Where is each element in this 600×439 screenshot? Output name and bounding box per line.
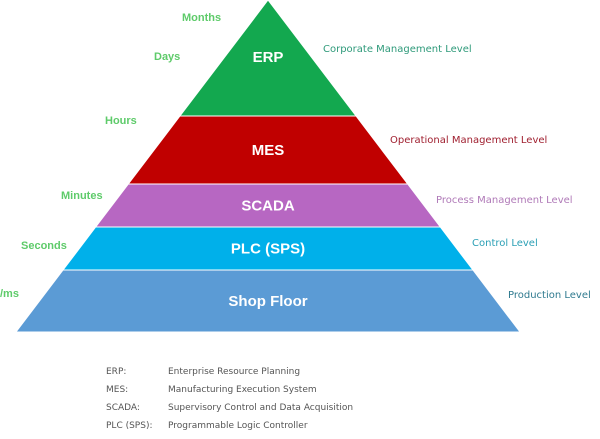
- legend-abbr: SCADA:: [106, 403, 140, 413]
- legend-row-erp: ERP: Enterprise Resource Planning: [106, 367, 353, 385]
- legend-full: Supervisory Control and Data Acquisition: [168, 403, 354, 413]
- legend-row-plc: PLC (SPS): Programmable Logic Controller: [106, 421, 353, 439]
- level-label-control: Control Level: [472, 238, 538, 249]
- legend-abbr: PLC (SPS):: [106, 421, 153, 431]
- legend-row-scada: SCADA: Supervisory Control and Data Acqui…: [106, 403, 353, 421]
- time-label-seconds: Seconds: [21, 240, 67, 252]
- time-label-ms: /ms: [0, 288, 19, 300]
- time-label-minutes: Minutes: [61, 190, 103, 202]
- legend-full: Manufacturing Execution System: [168, 385, 317, 395]
- automation-pyramid: ERP MES SCADA PLC (SPS) Shop Floor: [14, 0, 522, 333]
- legend-row-mes: MES: Manufacturing Execution System: [106, 385, 353, 403]
- legend-abbr: ERP:: [106, 367, 127, 377]
- level-label-operational: Operational Management Level: [390, 135, 548, 146]
- layer-shop-floor: [14, 269, 522, 333]
- level-label-process: Process Management Level: [436, 195, 573, 206]
- layer-label-plc: PLC (SPS): [231, 241, 305, 258]
- level-label-corporate: Corporate Management Level: [323, 44, 472, 55]
- legend-full: Enterprise Resource Planning: [168, 367, 301, 377]
- layer-label-erp: ERP: [253, 49, 284, 66]
- legend-abbr: MES:: [106, 385, 129, 395]
- legend-full: Programmable Logic Controller: [168, 421, 308, 431]
- time-label-months: Months: [182, 12, 222, 24]
- abbreviation-legend: ERP: Enterprise Resource Planning MES: Man…: [106, 367, 353, 439]
- time-label-hours: Hours: [105, 115, 137, 127]
- level-label-production: Production Level: [508, 290, 591, 301]
- layer-label-scada: SCADA: [241, 198, 295, 215]
- time-label-days: Days: [154, 51, 181, 63]
- layer-label-mes: MES: [252, 142, 285, 159]
- layer-label-shop-floor: Shop Floor: [228, 293, 307, 310]
